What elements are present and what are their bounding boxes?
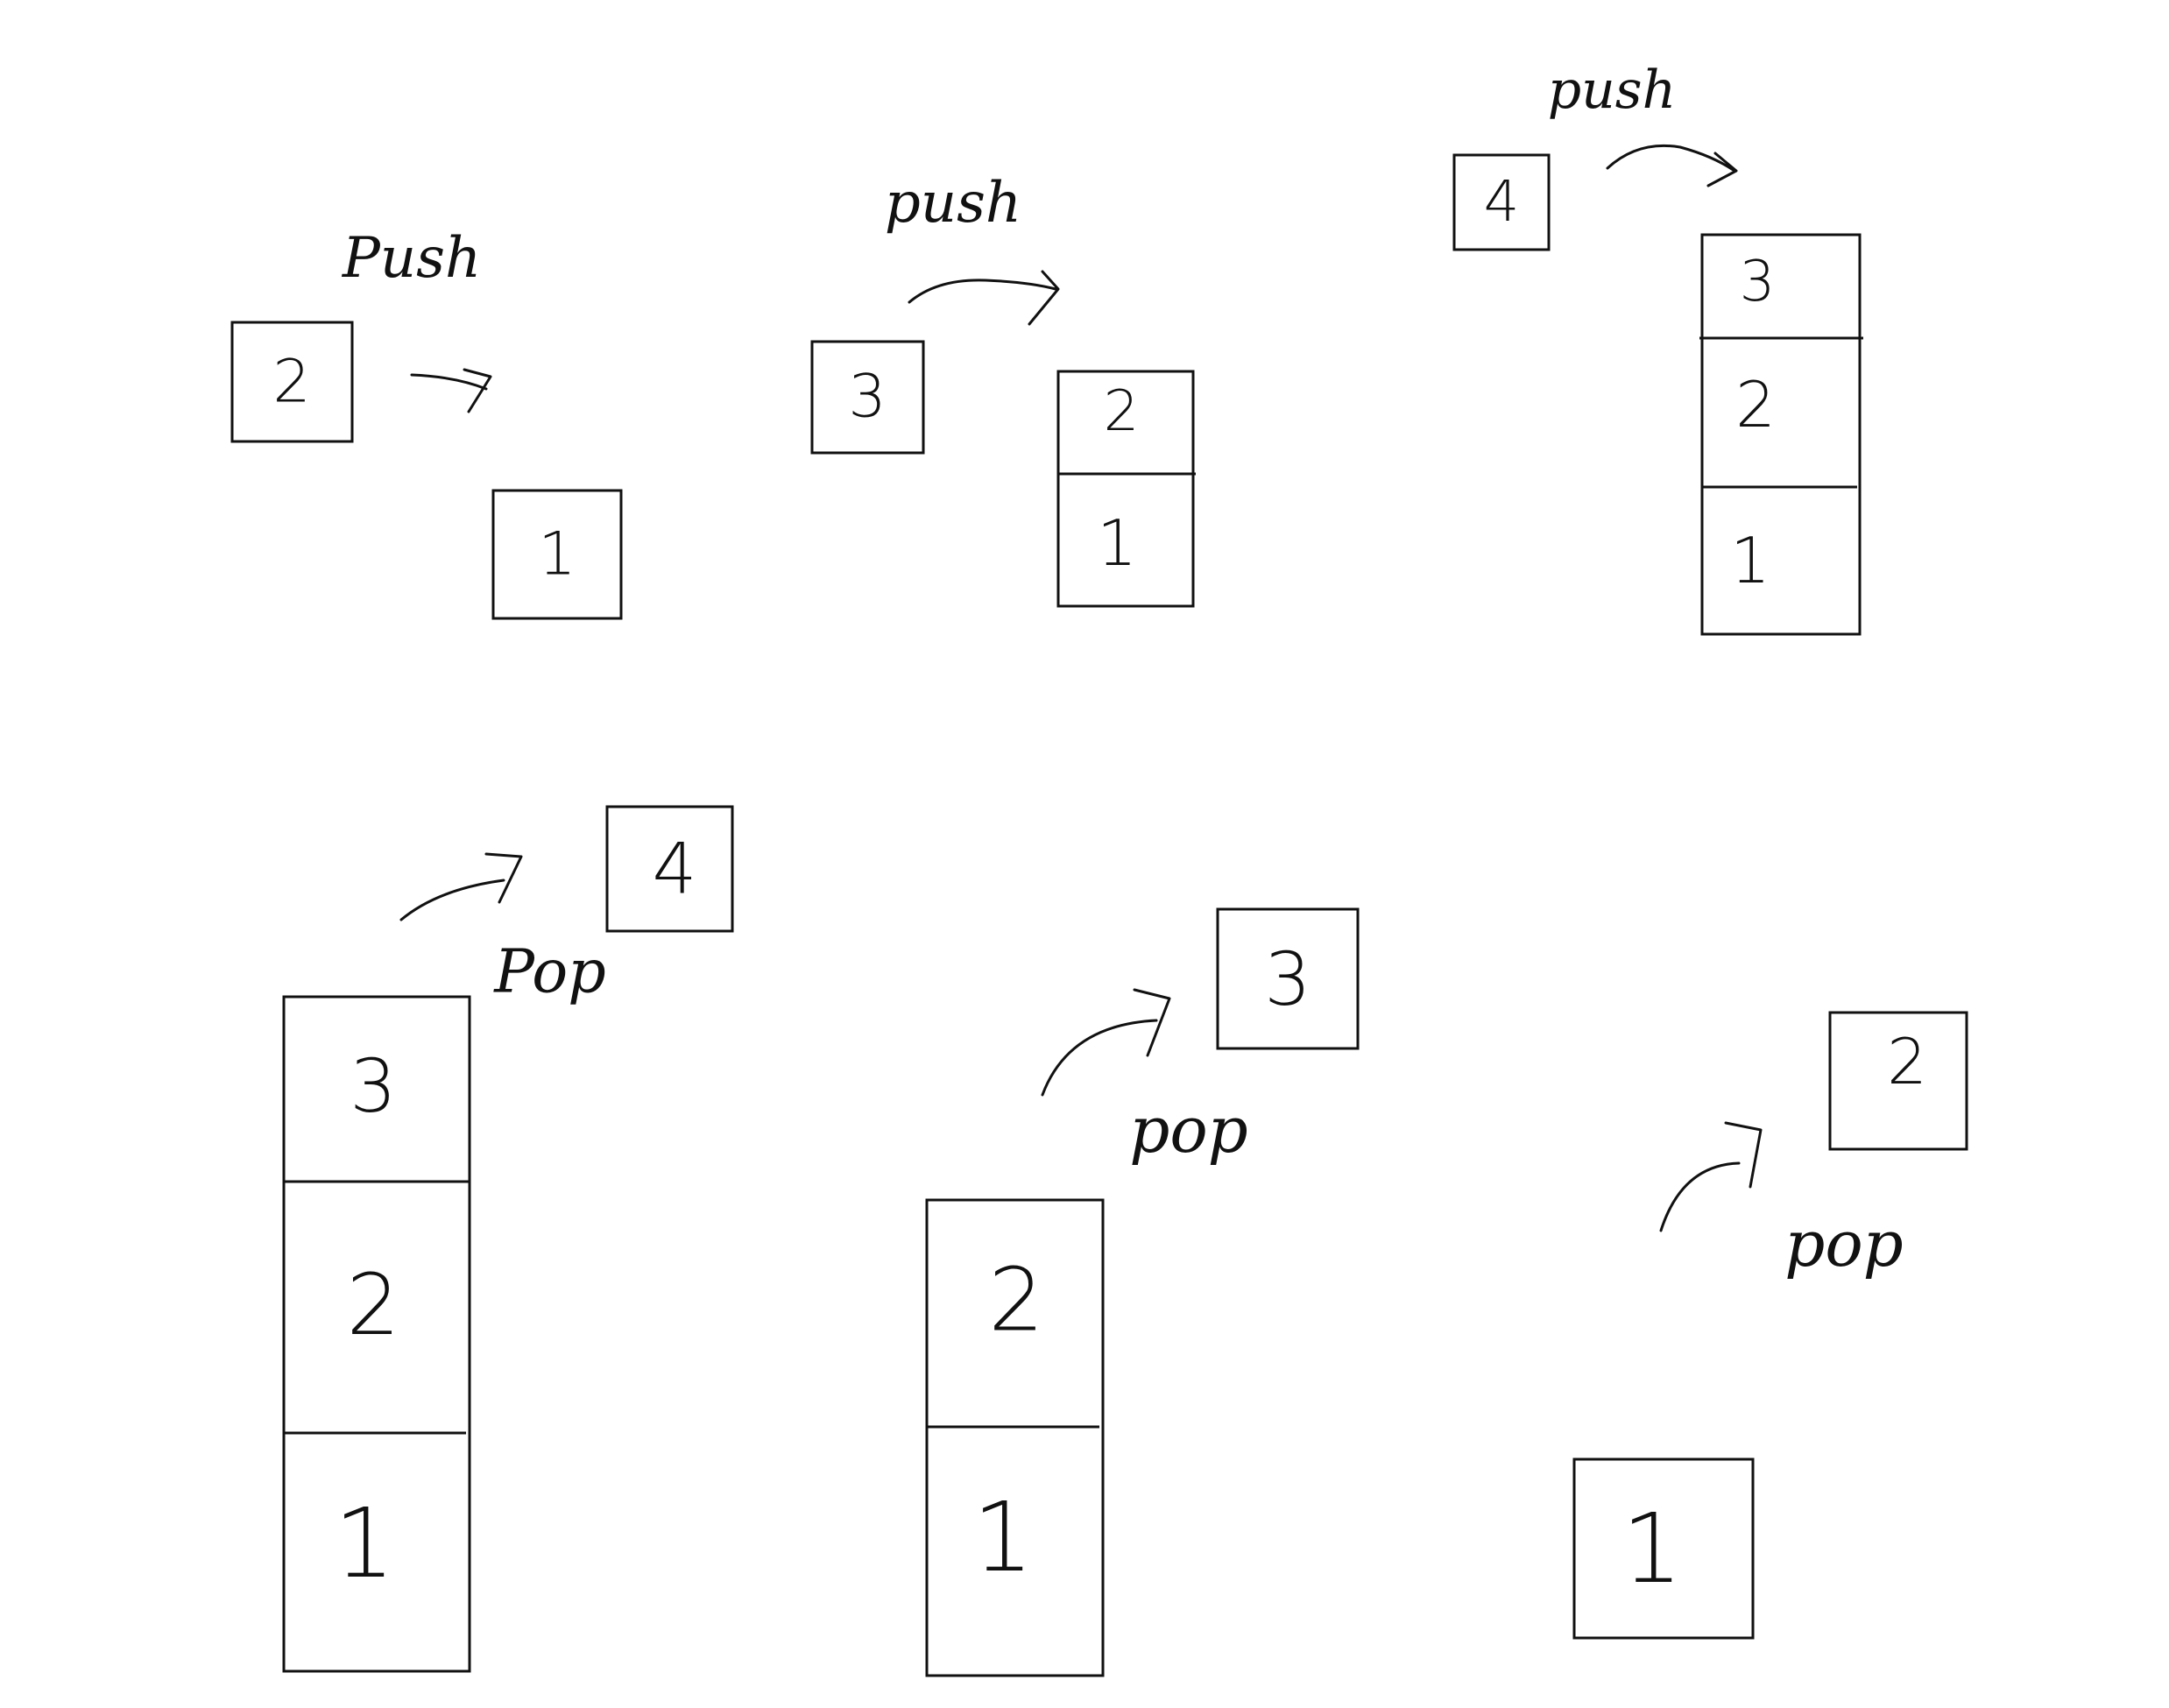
pop-step-1: Pop 4 3 2 1 [282,805,734,1673]
push-arrow-icon [1606,144,1738,187]
stack-item-value: 1 [1621,1493,1683,1605]
pop-label: pop [1784,1207,1904,1281]
item-value: 4 [1484,170,1520,235]
item-value: 2 [272,348,310,417]
stack: 2 1 [925,1198,1105,1677]
stack-item-value: 1 [972,1481,1034,1593]
stack: 1 [491,489,623,620]
push-label: Push [342,226,481,291]
stack-item-value: 2 [1735,368,1776,441]
stack: 3 2 1 [1699,233,1863,636]
item-value: 3 [1264,936,1311,1022]
item-value: 4 [653,829,697,910]
push-arrow-icon [410,368,492,413]
push-step-3: push 4 3 2 1 [1452,60,1863,636]
stack-item-value: 1 [538,520,576,589]
pop-arrow-icon [399,852,523,921]
pop-step-2: pop 3 2 1 [925,907,1360,1677]
incoming-item-box: 4 [1452,153,1551,251]
stack-item-value: 3 [350,1043,396,1129]
stack-item-value: 3 [1740,250,1776,314]
push-label: push [885,171,1021,236]
pop-arrow-icon [1041,988,1171,1097]
outgoing-item-box: 4 [605,805,734,933]
stack-item-value: 1 [1097,506,1137,580]
stack-item-value: 1 [334,1487,395,1599]
push-label: push [1548,60,1676,121]
stack: 1 [1572,1457,1755,1640]
stack-item-value: 2 [988,1249,1044,1352]
outgoing-item-box: 2 [1828,1011,1968,1151]
incoming-item-box: 3 [810,340,925,455]
pop-arrow-icon [1659,1121,1763,1232]
push-step-2: push 3 2 1 [810,171,1196,608]
item-value: 2 [1887,1025,1927,1098]
pop-label: pop [1129,1093,1248,1167]
pop-step-3: pop 2 1 [1572,1011,1968,1640]
stack-item-value: 2 [346,1256,399,1354]
stack-item-value: 1 [1730,524,1770,597]
push-arrow-icon [908,270,1060,326]
outgoing-item-box: 3 [1216,907,1360,1050]
incoming-item-box: 2 [230,321,354,443]
stack-item-value: 2 [1104,379,1140,444]
pop-label: Pop [492,938,605,1007]
push-step-1: Push 2 1 [230,226,623,620]
stack: 2 1 [1056,370,1196,608]
stack: 3 2 1 [282,995,471,1673]
item-value: 3 [848,363,886,432]
